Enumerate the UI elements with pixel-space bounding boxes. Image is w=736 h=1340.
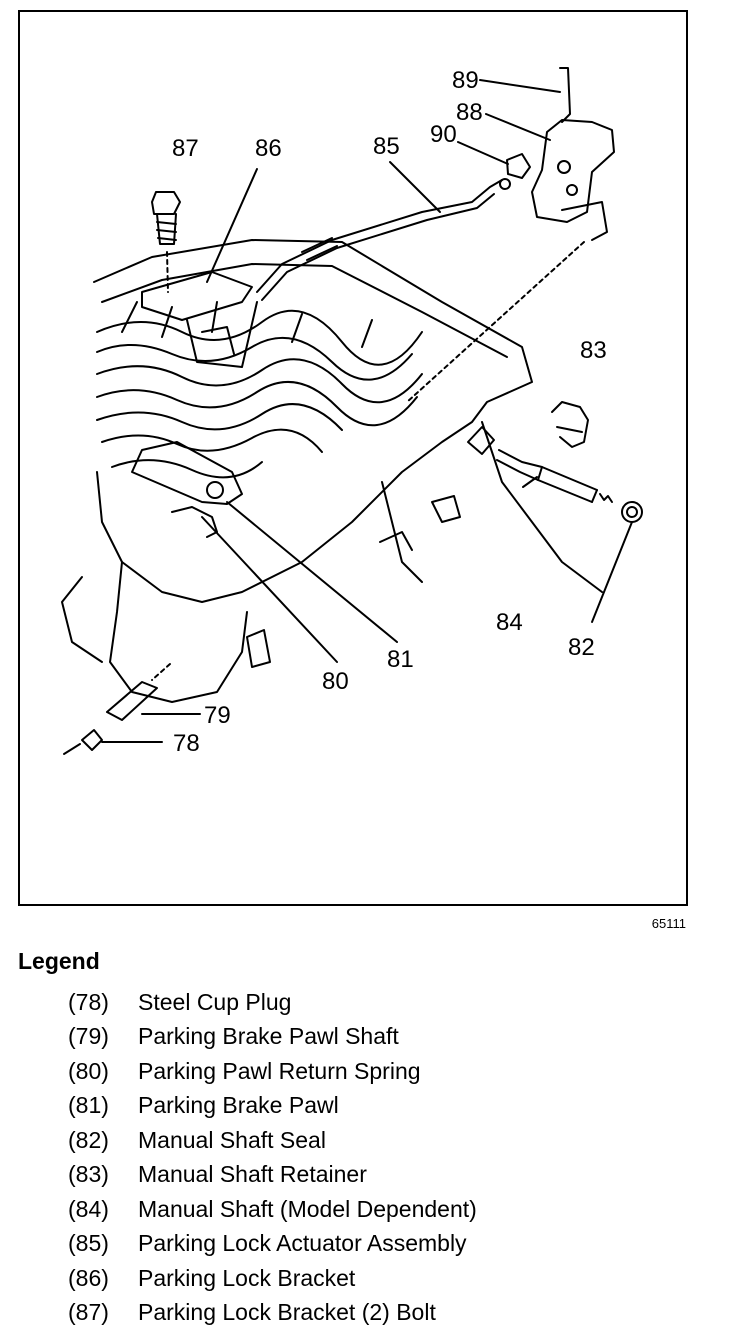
- callout-83: 83: [580, 337, 607, 364]
- callout-85: 85: [373, 133, 400, 160]
- legend-label: Manual Shaft Retainer: [138, 1161, 367, 1188]
- callout-78: 78: [173, 730, 200, 757]
- legend-item: (85) Parking Lock Actuator Assembly: [68, 1227, 477, 1262]
- legend-label: Parking Brake Pawl Shaft: [138, 1023, 399, 1050]
- legend-item: (84) Manual Shaft (Model Dependent): [68, 1192, 477, 1227]
- legend-number: (81): [68, 1092, 109, 1119]
- callout-86: 86: [255, 135, 282, 162]
- legend-number: (80): [68, 1057, 109, 1084]
- legend-number: (85): [68, 1230, 109, 1257]
- callout-81: 81: [387, 646, 414, 673]
- callout-87: 87: [172, 135, 199, 162]
- callout-90: 90: [430, 121, 457, 148]
- legend-number: (82): [68, 1126, 109, 1153]
- legend-label: Parking Lock Bracket: [138, 1264, 356, 1291]
- legend-item: (86) Parking Lock Bracket: [68, 1261, 477, 1296]
- legend-number: (79): [68, 1023, 109, 1050]
- legend-label: Parking Lock Bracket (2) Bolt: [138, 1299, 436, 1326]
- legend-number: (78): [68, 988, 109, 1015]
- legend-label: Steel Cup Plug: [138, 988, 292, 1015]
- exploded-view-drawing: 89 88 90 87 86 85 83 84 82 81 80 79 78: [61, 67, 643, 757]
- legend-title: Legend: [18, 948, 100, 974]
- callout-84: 84: [496, 609, 523, 636]
- legend-item: (81) Parking Brake Pawl: [68, 1089, 477, 1124]
- callout-82: 82: [568, 634, 595, 661]
- legend-label: Manual Shaft (Model Dependent): [138, 1195, 477, 1222]
- callout-88: 88: [456, 99, 483, 126]
- legend-item: (87) Parking Lock Bracket (2) Bolt: [68, 1296, 477, 1331]
- legend-label: Manual Shaft Seal: [138, 1126, 326, 1153]
- legend-item: (82) Manual Shaft Seal: [68, 1123, 477, 1158]
- diagram-frame: 89 88 90 87 86 85 83 84 82 81 80 79 78: [18, 10, 688, 906]
- legend-label: Parking Brake Pawl: [138, 1092, 339, 1119]
- legend-number: (83): [68, 1161, 109, 1188]
- legend-number: (86): [68, 1264, 109, 1291]
- callout-89: 89: [452, 67, 479, 94]
- legend-list: (78) Steel Cup Plug (79) Parking Brake Paw…: [68, 985, 477, 1330]
- callout-80: 80: [322, 668, 349, 695]
- legend-item: (80) Parking Pawl Return Spring: [68, 1054, 477, 1089]
- legend-number: (84): [68, 1195, 109, 1222]
- legend-number: (87): [68, 1299, 109, 1326]
- figure-id: 65111: [651, 916, 686, 931]
- legend-item: (83) Manual Shaft Retainer: [68, 1158, 477, 1193]
- legend-label: Parking Lock Actuator Assembly: [138, 1230, 467, 1257]
- legend-label: Parking Pawl Return Spring: [138, 1057, 421, 1084]
- callout-79: 79: [204, 702, 231, 729]
- legend-item: (79) Parking Brake Pawl Shaft: [68, 1020, 477, 1055]
- legend-item: (78) Steel Cup Plug: [68, 985, 477, 1020]
